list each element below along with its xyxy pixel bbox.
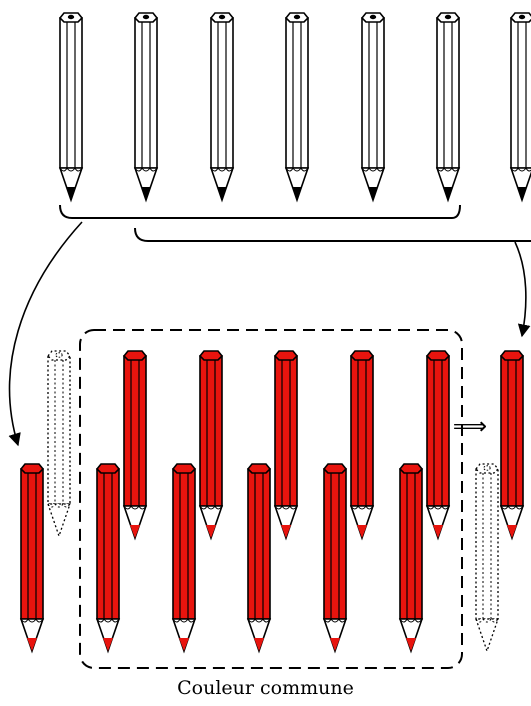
white-pencil [133, 12, 159, 203]
white-pencil [284, 12, 310, 203]
red-pencil [122, 350, 148, 541]
arrow-right-curve [514, 241, 531, 338]
implies-symbol: ⟹ [453, 412, 487, 440]
red-pencil [198, 350, 224, 541]
common-color-group-box [79, 329, 463, 669]
brace-last-six [134, 227, 531, 242]
red-pencil [95, 463, 121, 654]
white-pencil [435, 12, 461, 203]
ghost-pencil-right [475, 463, 499, 653]
arrow-left-curve [8, 221, 83, 447]
red-pencil [349, 350, 375, 541]
red-pencil-left [19, 463, 45, 654]
white-pencil [209, 12, 235, 203]
red-pencil [246, 463, 272, 654]
white-pencil [58, 12, 84, 203]
red-pencil-group [19, 350, 525, 654]
top-pencil-row [58, 12, 531, 203]
brace-first-six [59, 204, 461, 219]
red-pencil [171, 463, 197, 654]
red-pencil [322, 463, 348, 654]
red-pencil [425, 350, 451, 541]
caption-common-color: Couleur commune [177, 677, 354, 699]
red-pencil [273, 350, 299, 541]
red-pencil-right [499, 350, 525, 541]
red-pencil [398, 463, 424, 654]
white-pencil [509, 12, 531, 203]
ghost-pencil-left [47, 350, 71, 538]
white-pencil [360, 12, 386, 203]
